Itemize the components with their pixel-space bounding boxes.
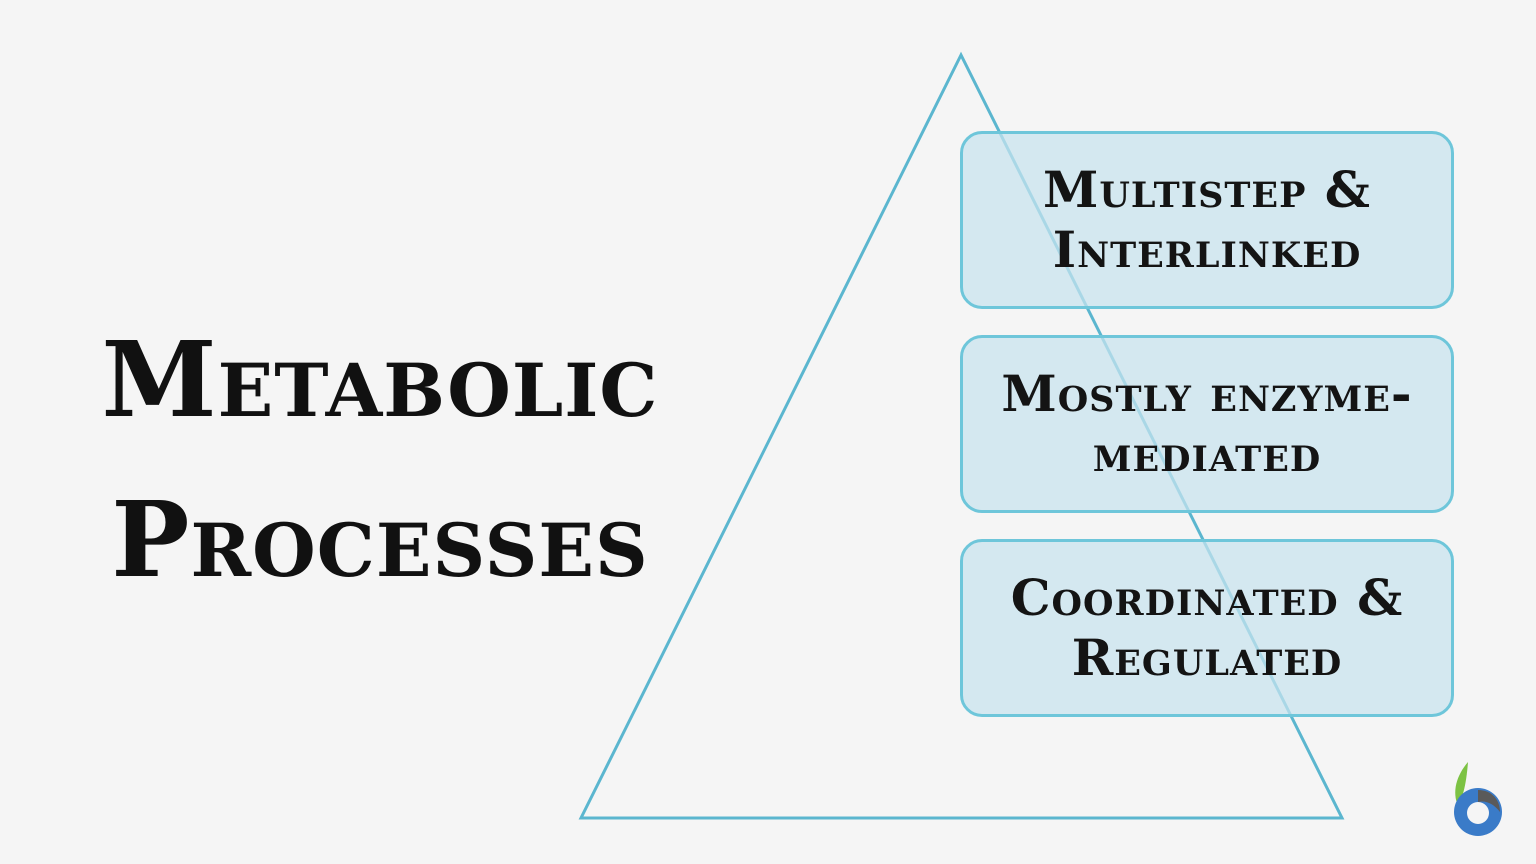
feature-2-line-1: Mostly enzyme- bbox=[1001, 364, 1413, 423]
feature-2-line-2: mediated bbox=[1092, 424, 1322, 483]
feature-box-enzyme: Mostly enzyme- mediated bbox=[960, 335, 1454, 513]
feature-1-line-1: Multistep & bbox=[1043, 160, 1371, 219]
feature-1-line-2: Interlinked bbox=[1052, 220, 1362, 279]
feature-box-coordinated: Coordinated & Regulated bbox=[960, 539, 1454, 717]
diagram-title: Metabolic Processes bbox=[60, 300, 700, 620]
biology-dictionary-logo-icon bbox=[1454, 762, 1502, 836]
title-line-2: Processes bbox=[111, 478, 649, 601]
feature-3-line-1: Coordinated & bbox=[1010, 568, 1404, 627]
feature-3-line-2: Regulated bbox=[1071, 628, 1343, 687]
title-line-1: Metabolic bbox=[101, 318, 659, 441]
feature-box-multistep: Multistep & Interlinked bbox=[960, 131, 1454, 309]
